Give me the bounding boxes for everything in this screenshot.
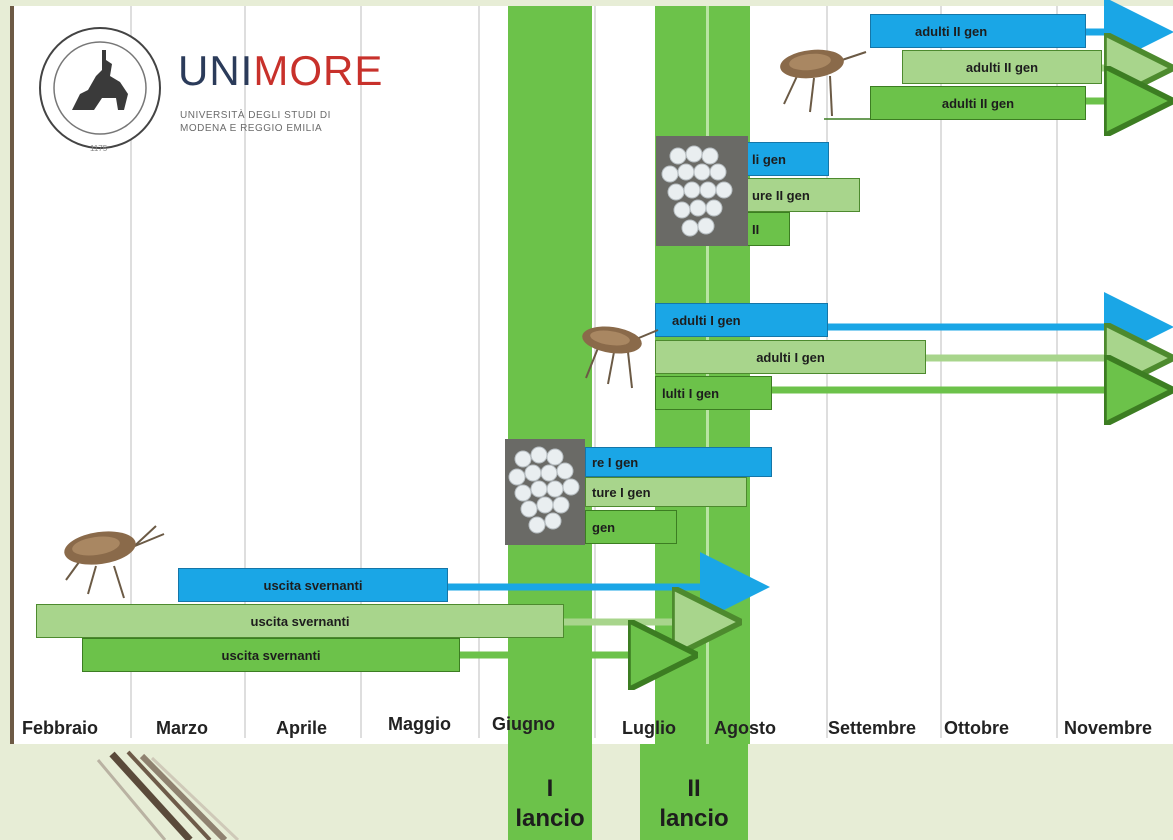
stink-bug-icon — [574, 318, 662, 392]
bar-overwintering-blue: uscita svernanti — [178, 568, 448, 602]
launch-1-word: lancio — [508, 804, 592, 834]
bar-adults2-light: adulti II gen — [902, 50, 1102, 84]
bar-gen1-stage-light: ture I gen — [585, 477, 747, 507]
launch-2-word: lancio — [640, 804, 748, 834]
month-label-febbraio: Febbraio — [22, 718, 98, 739]
bar-overwintering-green: uscita svernanti — [82, 638, 460, 672]
logo-word-part2: MORE — [253, 47, 383, 94]
month-label-ottobre: Ottobre — [944, 718, 1009, 739]
bar-gen2-stage-light: ure II gen — [745, 178, 860, 212]
logo-wordmark: UNIMORE — [178, 50, 383, 92]
bar-gen1-stage-green: gen — [585, 510, 677, 544]
logo-year: 1175 — [90, 144, 107, 153]
month-label-agosto: Agosto — [714, 718, 776, 739]
month-label-aprile: Aprile — [276, 718, 327, 739]
bar-adults2-green: adulti II gen — [870, 86, 1086, 120]
bar-adults2-blue: adulti II gen — [870, 14, 1086, 48]
university-seal-icon — [36, 24, 164, 152]
bar-adults1-light: adulti I gen — [655, 340, 926, 374]
logo-word-part1: UNI — [178, 47, 253, 94]
month-label-giugno: Giugno — [492, 714, 555, 735]
month-label-luglio: Luglio — [622, 718, 676, 739]
month-label-settembre: Settembre — [828, 718, 916, 739]
bar-gen2-stage-green: II — [745, 212, 790, 246]
egg-cluster-icon — [505, 439, 585, 545]
launch-label-2: II lancio — [640, 774, 748, 834]
bar-gen1-stage-blue: re I gen — [585, 447, 772, 477]
panel-left-edge — [10, 6, 14, 744]
month-label-marzo: Marzo — [156, 718, 208, 739]
stink-bug-icon — [770, 38, 870, 120]
launch-label-1: I lancio — [508, 774, 592, 834]
logo-subtitle-line1: UNIVERSITÀ DEGLI STUDI DI — [180, 110, 331, 121]
bar-overwintering-light: uscita svernanti — [36, 604, 564, 638]
bar-adults1-green: lulti I gen — [655, 376, 772, 410]
launch-band-2 — [655, 6, 750, 744]
stink-bug-icon — [52, 518, 172, 606]
bar-adults1-blue: adulti I gen — [655, 303, 828, 337]
bar-gen2-stage-blue: li gen — [745, 142, 829, 176]
launch-band-divider — [706, 6, 709, 744]
month-label-maggio: Maggio — [388, 714, 451, 735]
launch-1-numeral: I — [508, 774, 592, 804]
egg-cluster-icon — [656, 136, 748, 246]
launch-2-numeral: II — [640, 774, 748, 804]
logo-subtitle-line2: MODENA E REGGIO EMILIA — [180, 123, 322, 134]
month-label-novembre: Novembre — [1064, 718, 1152, 739]
